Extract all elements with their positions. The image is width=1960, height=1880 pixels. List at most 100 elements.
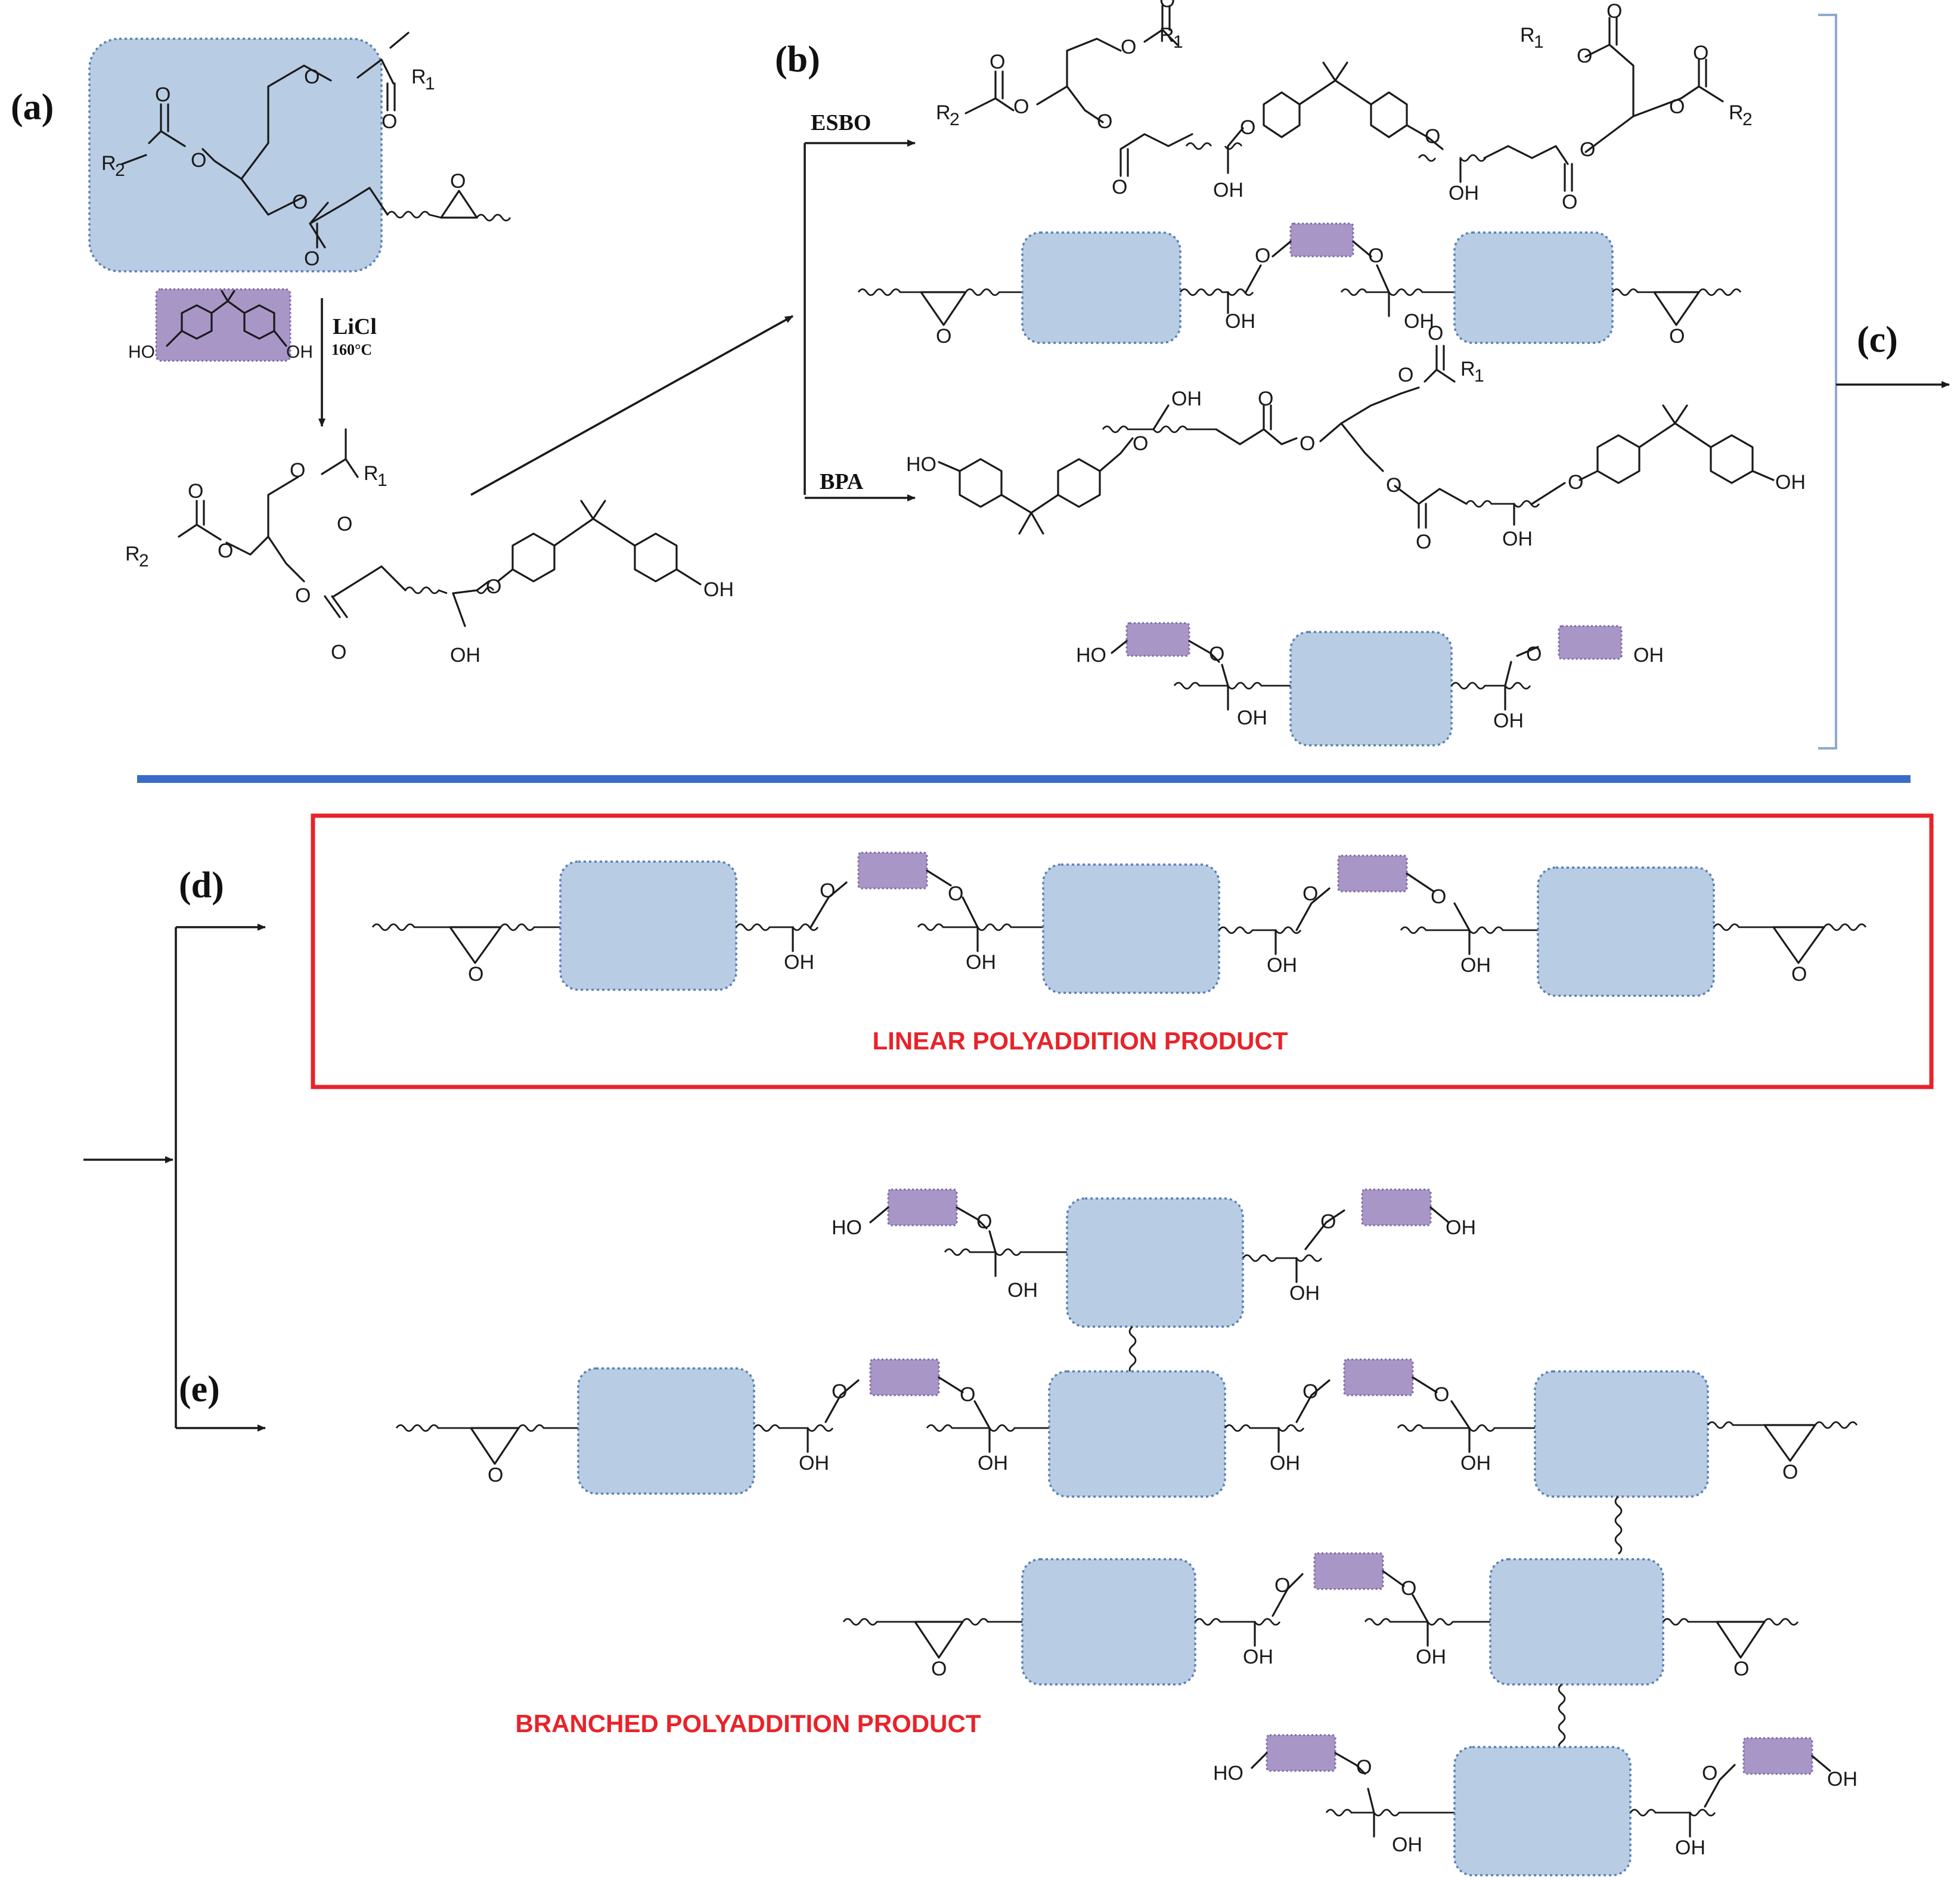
atom-oh: OH [450, 644, 480, 667]
atom-r: R [936, 101, 951, 124]
bpa-block [1337, 854, 1408, 893]
atom-oh: OH [784, 951, 814, 974]
triglyceride-block [1021, 231, 1181, 344]
triglyceride-block [1289, 631, 1453, 747]
atom-r: R [1520, 24, 1535, 47]
atom-r: R [125, 543, 140, 565]
atom-o: O [1733, 1658, 1749, 1680]
section-divider [137, 775, 1911, 783]
atom-subscript: 1 [1173, 32, 1183, 52]
atom-oh: OH [1827, 1768, 1857, 1791]
atom-subscript: 2 [950, 110, 960, 129]
atom-oh: OH [1775, 471, 1806, 494]
atom-o: O [191, 149, 206, 172]
atom-oh: OH [1633, 644, 1664, 667]
atom-o: O [1209, 643, 1224, 665]
atom-o: O [1416, 531, 1431, 553]
atom-r: R [364, 462, 379, 485]
atom-oh: OH [1404, 310, 1434, 333]
linear-polymer-chain: O OH O O OH OH O O OH O [371, 851, 1867, 997]
atom-o: O [450, 170, 466, 193]
bpa-block [1343, 1358, 1414, 1396]
atom-o: O [1526, 643, 1542, 665]
atom-o: O [488, 1464, 503, 1486]
atom-o: O [337, 513, 352, 535]
triglyceride-block [1489, 1558, 1664, 1686]
atom-o: O [304, 247, 320, 270]
atom-oh: OH [1267, 954, 1297, 977]
branched-product-caption: BRANCHED POLYADDITION PRODUCT [516, 1709, 981, 1737]
atom-ho: HO [1213, 1762, 1243, 1785]
atom-o: O [1300, 432, 1315, 455]
temperature-label: 160°C [331, 341, 372, 358]
linear-product-frame [311, 813, 1934, 1089]
reaction-arrow-to-b [470, 315, 793, 496]
bpa-block [1742, 1737, 1813, 1775]
bpa-block [1266, 1734, 1336, 1772]
atom-oh: OH [703, 578, 734, 601]
bpa-block [1125, 622, 1190, 657]
atom-o: O [1159, 0, 1175, 12]
atom-o: O [1274, 1574, 1290, 1597]
atom-oh: OH [1270, 1452, 1300, 1475]
bisphenol-a-structure: HO OH [128, 290, 313, 362]
triglyceride-highlight [88, 38, 383, 272]
atom-o: O [468, 963, 483, 986]
bpa-block [1361, 1188, 1432, 1227]
atom-o: O [832, 1380, 847, 1403]
atom-o: O [1258, 388, 1273, 410]
atom-o: O [486, 575, 501, 598]
route-esbo-label: ESBO [811, 110, 871, 135]
atom-o: O [155, 83, 170, 106]
bpa-route-structure: HO O OH O O O O R 1 O O OH O OH [906, 322, 1806, 553]
atom-o: O [1577, 45, 1592, 67]
atom-o: O [1356, 1756, 1372, 1779]
atom-oh: OH [1225, 310, 1255, 333]
atom-oh: OH [1007, 1279, 1038, 1302]
atom-o: O [960, 1383, 975, 1406]
atom-o: O [304, 66, 320, 88]
atom-o: O [1434, 1383, 1449, 1406]
atom-o: O [1669, 325, 1685, 348]
atom-o: O [1607, 0, 1622, 23]
atom-o: O [290, 459, 305, 482]
atom-oh: OH [1289, 1282, 1320, 1305]
atom-o: O [382, 110, 397, 133]
atom-o: O [1431, 885, 1446, 908]
branched-polymer-network: HO O OH O OH OH [395, 1188, 1858, 1876]
atom-o: O [1702, 1762, 1717, 1785]
triglyceride-block [1048, 1370, 1226, 1498]
atom-o: O [1693, 42, 1708, 64]
atom-o: O [1368, 244, 1384, 267]
bpa-block [857, 851, 928, 890]
atom-oh: OH [1392, 1833, 1422, 1856]
panel-label-c: (c) [1857, 320, 1898, 360]
atom-oh: OH [1416, 1646, 1446, 1668]
atom-o: O [1121, 36, 1136, 58]
atom-o: O [1320, 1210, 1336, 1233]
atom-oh: OH [1675, 1836, 1705, 1859]
atom-o: O [188, 480, 203, 503]
atom-subscript: 2 [115, 160, 125, 180]
atom-oh: OH [1460, 1452, 1491, 1475]
atom-o: O [218, 540, 233, 562]
atom-o: O [990, 51, 1005, 73]
atom-o: O [931, 1658, 947, 1680]
atom-subscript: 2 [1742, 110, 1753, 129]
atom-o: O [1097, 110, 1112, 133]
triglyceride-block [1537, 866, 1715, 997]
bpa-adduct-structure: O O O O O O O OH OH R 1 R 2 [125, 428, 734, 667]
atom-o: O [1401, 1577, 1416, 1600]
atom-oh: OH [1449, 182, 1479, 205]
atom-oh: OH [1237, 707, 1267, 729]
atom-o: O [1568, 471, 1583, 494]
atom-ho: HO [832, 1216, 862, 1239]
catalyst-label: LiCl [333, 314, 377, 339]
atom-o: O [948, 882, 963, 905]
atom-o: O [1425, 125, 1440, 148]
atom-ho: HO [128, 342, 155, 362]
bpa-block [887, 1188, 958, 1227]
atom-oh: OH [1502, 528, 1533, 550]
atom-o: O [1386, 474, 1401, 497]
